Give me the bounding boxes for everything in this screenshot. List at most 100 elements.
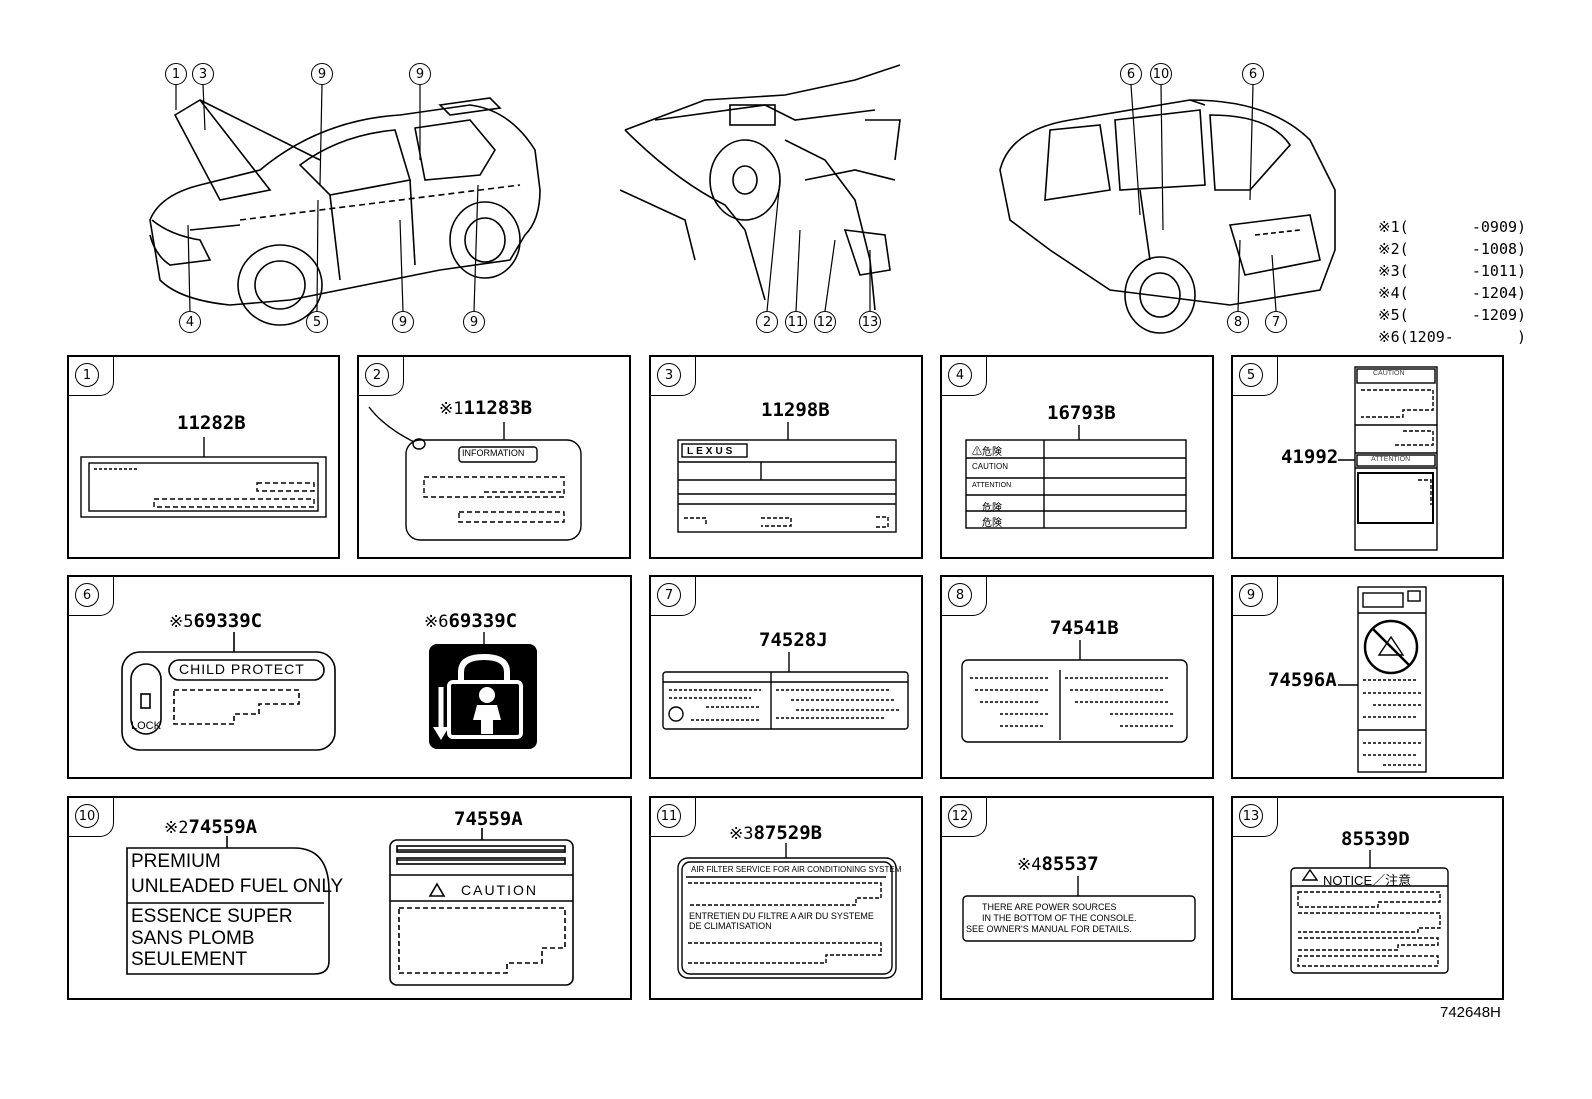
callout-11: 11 — [785, 311, 807, 333]
air-filter-title: AIR FILTER SERVICE FOR AIR CONDITIONING … — [691, 865, 902, 874]
info-tag-drawing — [368, 406, 582, 541]
power-line-0: THERE ARE POWER SOURCES — [982, 902, 1117, 912]
fuel-line-3: SANS PLOMB — [131, 928, 255, 949]
panel-8: 8 74541B — [940, 575, 1214, 779]
callout-9: 9 — [392, 311, 414, 333]
p4-row-0: ⚠危険 — [972, 447, 1002, 458]
callout-6: 6 — [1242, 63, 1264, 85]
fuel-line-0: PREMIUM — [131, 851, 221, 872]
child-protect-label — [121, 632, 336, 751]
callout-10: 10 — [1150, 63, 1172, 85]
p4-row-3: 危険 — [982, 503, 1002, 514]
notice-text: NOTICE／注意 — [1323, 873, 1412, 888]
fuel-label-drawing — [126, 836, 330, 975]
power-line-2: SEE OWNER'S MANUAL FOR DETAILS. — [966, 924, 1132, 934]
callout-13: 13 — [859, 311, 881, 333]
callout-5: 5 — [306, 311, 328, 333]
panel-5: 5 41992 CAUTION ATTENTION — [1231, 355, 1504, 559]
fuel-line-4: SEULEMENT — [131, 949, 248, 970]
panel-1: 1 11282B — [67, 355, 340, 559]
caution-text: CAUTION — [461, 882, 538, 898]
part-number: 11298B — [761, 399, 830, 421]
diagram-code: 742648H — [1440, 1004, 1501, 1021]
legend-2: ※2( -1008) — [1378, 240, 1527, 258]
callout-9: 9 — [409, 63, 431, 85]
panel-13: 13 85539D NOTICE／注意 — [1231, 796, 1504, 1000]
legend-5: ※5( -1209) — [1378, 306, 1527, 324]
panel-3: 3 11298B LEXUS — [649, 355, 923, 559]
part-number: 41992 — [1281, 446, 1339, 468]
p5-caution: CAUTION — [1373, 370, 1405, 377]
child-lock-icon — [429, 632, 537, 749]
panel-number: 6 — [75, 583, 99, 607]
callout-6: 6 — [1120, 63, 1142, 85]
label-drawing — [962, 876, 1196, 942]
legend-6: ※6(1209- ) — [1378, 328, 1527, 346]
callout-9: 9 — [311, 63, 333, 85]
callout-3: 3 — [192, 63, 214, 85]
info-tag-label: INFORMATION — [462, 448, 525, 458]
part-number: ※111283B — [439, 397, 533, 419]
panel-7: 7 74528J — [649, 575, 923, 779]
part-number-b: ※669339C — [424, 610, 518, 632]
interior-illustration — [619, 64, 901, 311]
p5-attention: ATTENTION — [1371, 456, 1411, 463]
label-drawing — [662, 652, 909, 730]
panel-number: 3 — [657, 363, 681, 387]
notice-label-drawing — [1290, 850, 1449, 974]
part-number-b: 74559A — [454, 808, 523, 830]
panel-number: 10 — [75, 804, 99, 828]
panel-9: 9 74596A — [1231, 575, 1504, 779]
label-drawing — [677, 422, 897, 533]
panel-number: 9 — [1239, 583, 1263, 607]
part-number: 16793B — [1047, 402, 1116, 424]
part-number-a: ※569339C — [169, 610, 263, 632]
label-drawing — [1338, 366, 1438, 551]
part-number: 74528J — [759, 629, 828, 651]
panel-number: 12 — [948, 804, 972, 828]
air-filter-fr: ENTRETIEN DU FILTRE A AIR DU SYSTEME DE … — [689, 911, 874, 931]
caution-label-drawing — [389, 828, 574, 986]
label-drawing — [961, 640, 1188, 743]
part-number: ※485537 — [1017, 853, 1099, 875]
callout-1: 1 — [165, 63, 187, 85]
panel-number: 7 — [657, 583, 681, 607]
callout-12: 12 — [814, 311, 836, 333]
airbag-label-drawing — [1338, 586, 1427, 773]
panel-4: 4 16793B ⚠危険 CAUTION ATTENTION 危険 危険 — [940, 355, 1214, 559]
panel-number: 11 — [657, 804, 681, 828]
lock-text: LOCK — [131, 720, 161, 732]
legend-1: ※1( -0909) — [1378, 218, 1527, 236]
panel-6: 6 ※569339C ※669339C CHILD PROTECT LOCK — [67, 575, 632, 779]
panel-number: 13 — [1239, 804, 1263, 828]
lexus-logo-text: LEXUS — [687, 446, 736, 457]
rear-car-illustration — [999, 99, 1336, 334]
legend-4: ※4( -1204) — [1378, 284, 1527, 302]
label-drawing — [677, 843, 897, 979]
fuel-line-2: ESSENCE SUPER — [131, 906, 293, 927]
part-number: 74596A — [1268, 669, 1337, 691]
panel-number: 8 — [948, 583, 972, 607]
power-line-1: IN THE BOTTOM OF THE CONSOLE. — [982, 913, 1137, 923]
front-car-illustration — [149, 97, 541, 326]
label-drawing — [80, 437, 327, 518]
part-number: 74541B — [1050, 617, 1119, 639]
part-number: ※387529B — [729, 822, 823, 844]
panel-12: 12 ※485537 THERE ARE POWER SOURCES IN TH… — [940, 796, 1214, 1000]
panel-number: 2 — [365, 363, 389, 387]
panel-number: 5 — [1239, 363, 1263, 387]
child-protect-text: CHILD PROTECT — [179, 661, 305, 677]
p4-row-2: ATTENTION — [972, 482, 1012, 489]
p4-row-4: 危険 — [982, 518, 1002, 529]
callout-7: 7 — [1265, 311, 1287, 333]
p4-row-1: CAUTION — [972, 462, 1008, 471]
part-number: 85539D — [1341, 828, 1410, 850]
part-number-a: ※274559A — [164, 816, 258, 838]
leader-lines — [175, 84, 1277, 312]
fuel-line-1: UNLEADED FUEL ONLY — [131, 876, 344, 897]
label-drawing — [965, 425, 1187, 529]
part-number: 11282B — [177, 412, 246, 434]
callout-2: 2 — [756, 311, 778, 333]
callout-9: 9 — [463, 311, 485, 333]
panel-number: 1 — [75, 363, 99, 387]
